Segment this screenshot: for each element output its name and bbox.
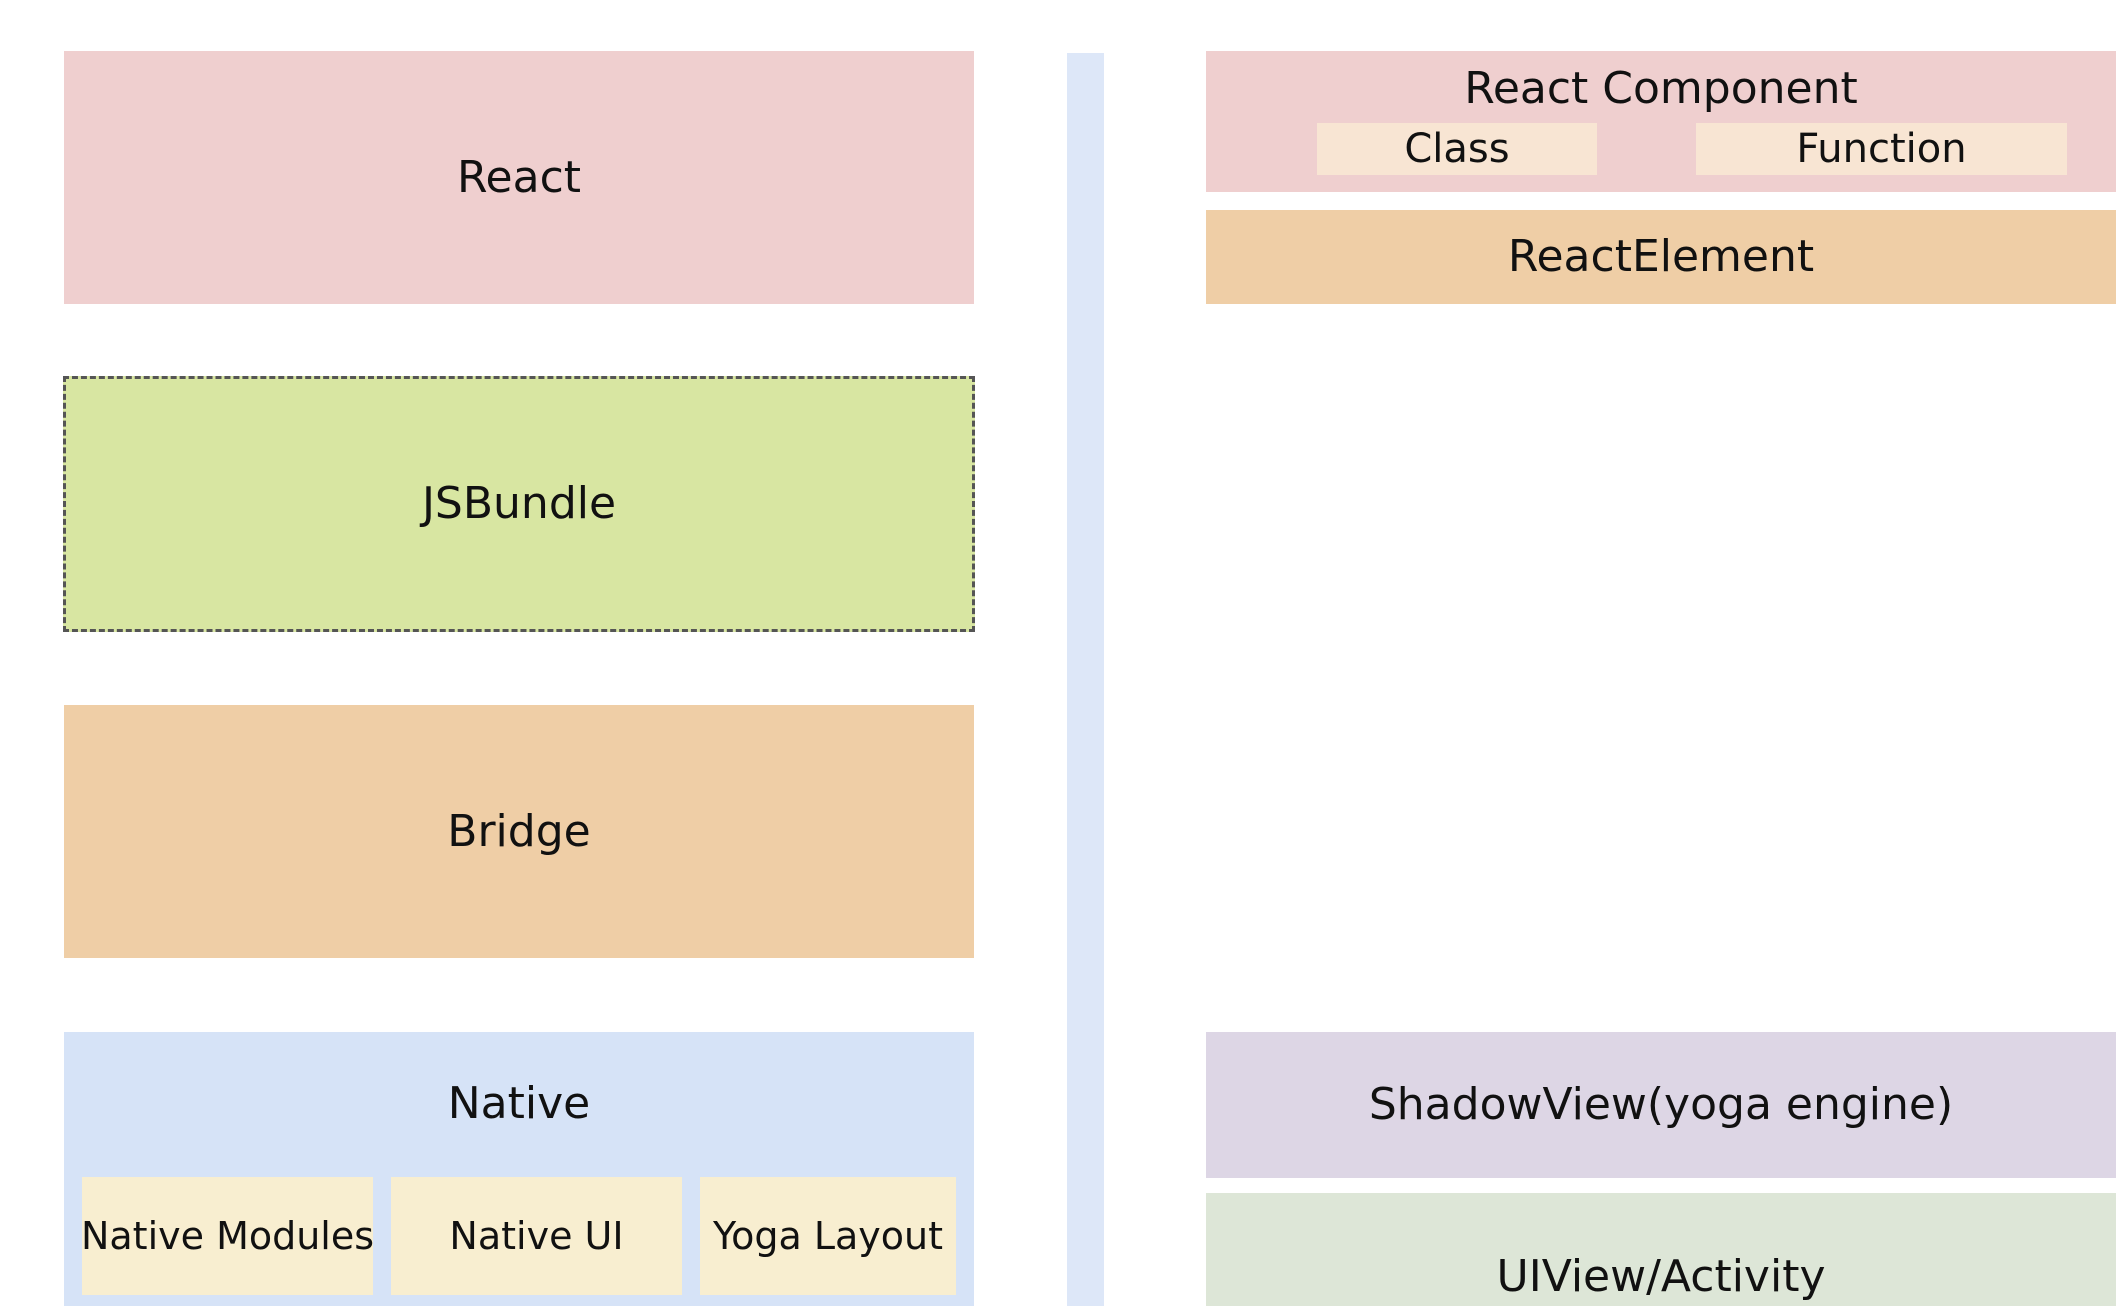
- react-layer-label: React: [456, 151, 582, 203]
- class-component-chip: Class: [1317, 123, 1597, 175]
- function-component-label: Function: [1796, 126, 1967, 172]
- shadow-view-block: ShadowView(yoga engine): [1206, 1032, 2116, 1178]
- native-layer-label: Native: [447, 1078, 591, 1129]
- bridge-layer-label: Bridge: [447, 805, 591, 857]
- react-component-label: React Component: [1464, 63, 1858, 114]
- react-layer: React: [64, 51, 974, 304]
- native-modules-label: Native Modules: [80, 1214, 375, 1258]
- function-component-chip: Function: [1696, 123, 2067, 175]
- yoga-layout-chip: Yoga Layout: [700, 1177, 956, 1295]
- react-element-label: ReactElement: [1507, 231, 1815, 282]
- jsbundle-layer-label: JSBundle: [421, 478, 617, 529]
- bridge-layer: Bridge: [64, 705, 974, 958]
- shadow-view-label: ShadowView(yoga engine): [1368, 1079, 1954, 1130]
- native-ui-chip: Native UI: [391, 1177, 682, 1295]
- react-element-block: ReactElement: [1206, 210, 2116, 304]
- native-ui-label: Native UI: [449, 1214, 624, 1258]
- column-divider: [1067, 53, 1104, 1306]
- ui-view-label: UIView/Activity: [1496, 1251, 1826, 1302]
- native-layer: Native Native Modules Native UI Yoga Lay…: [64, 1032, 974, 1306]
- ui-view-block: UIView/Activity: [1206, 1193, 2116, 1306]
- react-component-block: React Component Class Function: [1206, 51, 2116, 192]
- jsbundle-layer: JSBundle: [63, 376, 975, 632]
- class-component-label: Class: [1404, 126, 1510, 172]
- yoga-layout-label: Yoga Layout: [712, 1214, 944, 1258]
- native-modules-chip: Native Modules: [80, 1177, 375, 1295]
